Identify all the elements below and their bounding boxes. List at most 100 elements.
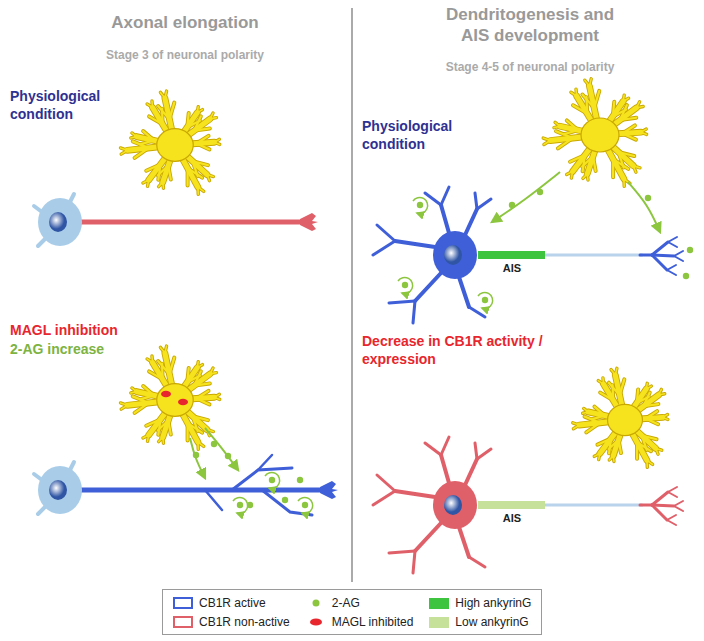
condition-label: 2-AG increase	[10, 341, 160, 359]
terminal-branch	[668, 487, 677, 492]
axon	[478, 501, 652, 509]
terminal-branch	[652, 255, 674, 256]
2-ag-dot	[211, 441, 217, 447]
legend-text: 2-AG	[332, 596, 360, 610]
dendrite	[413, 551, 415, 573]
cell-body	[433, 231, 477, 279]
astrocyte-process	[573, 105, 587, 113]
astrocyte-process	[121, 403, 128, 405]
astrocyte-process	[168, 166, 171, 180]
legend-entry: CB1R active	[173, 596, 266, 610]
dendrite	[395, 241, 435, 247]
panel-heading: Axonal elongation	[60, 12, 310, 33]
astrocyte-process	[646, 386, 651, 389]
terminal-branch	[667, 515, 676, 520]
cell-body	[433, 481, 477, 529]
legend-text: MAGL inhibited	[332, 615, 414, 629]
terminal-branch	[668, 492, 677, 497]
astrocyte-process	[637, 389, 638, 403]
astrocyte-process	[158, 419, 160, 435]
astrocyte-process	[194, 371, 201, 385]
astrocyte-process	[646, 411, 657, 418]
astrocyte-process	[602, 378, 604, 384]
astrocyte-soma	[157, 384, 193, 417]
2-ag-dot	[417, 202, 423, 208]
binding-loop	[413, 197, 428, 213]
astrocyte-process	[592, 416, 605, 420]
release-arrow	[205, 428, 238, 470]
dendrite	[373, 491, 395, 505]
dendrite	[477, 449, 491, 459]
axon-initial-segment	[478, 501, 545, 509]
2-ag-dot	[237, 502, 243, 508]
astrocyte-process	[633, 166, 636, 172]
astrocyte-process	[197, 187, 199, 194]
astrocyte-process	[609, 438, 611, 453]
astrocyte-process	[193, 416, 208, 420]
nucleus	[444, 245, 462, 265]
dendrite	[475, 193, 477, 209]
magl-inhibited	[161, 391, 171, 397]
release-arrow	[190, 438, 205, 478]
dendrite	[459, 527, 469, 557]
dendrite	[389, 551, 415, 553]
astrocyte-process	[214, 397, 219, 399]
legend-swatch	[429, 598, 449, 609]
terminal-branch	[674, 506, 683, 511]
2-ag-dot	[282, 497, 288, 503]
astrocyte-soma	[157, 129, 193, 162]
astrocyte-process	[567, 120, 578, 130]
terminal-branch	[667, 520, 676, 525]
dendrite	[70, 194, 74, 202]
axon	[80, 455, 322, 515]
dendrite	[441, 187, 449, 205]
astrocyte-process	[584, 408, 588, 411]
astrocyte-process	[159, 182, 163, 186]
dendrite	[377, 225, 395, 241]
dendrite	[459, 277, 469, 307]
astrocyte-process	[622, 125, 634, 133]
axon	[640, 254, 652, 257]
panel-subheading: Stage 4-5 of neuronal polarity	[410, 60, 650, 75]
magl-inhibited	[178, 399, 188, 405]
dendrite	[413, 301, 415, 323]
growth-cone	[320, 481, 338, 499]
astrocyte-process	[583, 155, 585, 171]
ais-label: AIS	[495, 512, 529, 526]
astrocyte-process	[637, 389, 638, 403]
astrocyte-process	[613, 159, 628, 169]
astrocyte-process	[187, 113, 188, 127]
legend-entry: 2-AG	[306, 596, 360, 610]
dendrite	[377, 475, 395, 491]
astrocyte-process	[197, 365, 202, 368]
terminal-branch	[652, 242, 668, 255]
ais-label: AIS	[495, 262, 529, 276]
astrocyte-process	[186, 168, 188, 185]
dendrite	[469, 557, 485, 567]
axon	[80, 220, 302, 225]
terminal-branch	[674, 501, 683, 506]
astrocyte-process	[543, 138, 550, 140]
terminal-branch	[674, 251, 683, 256]
astrocyte-process	[121, 148, 128, 150]
astrocyte-process	[165, 91, 167, 98]
astrocyte-process	[594, 407, 604, 416]
astrocyte-process	[643, 393, 649, 407]
astrocyte-process	[600, 393, 613, 401]
astrocyte-process	[615, 368, 617, 375]
astrocyte-process	[643, 404, 658, 406]
astrocyte-process	[132, 388, 137, 392]
astrocyte-process	[646, 460, 648, 467]
nucleus	[49, 480, 67, 500]
nucleus	[444, 495, 462, 515]
binding-loop	[478, 292, 493, 308]
astrocyte-process	[143, 435, 149, 438]
astrocyte-process	[140, 140, 154, 144]
astrocyte-process	[165, 346, 167, 353]
astrocyte-process	[132, 133, 137, 137]
astrocyte-process	[187, 368, 188, 382]
axon	[478, 251, 652, 259]
astrocyte-process	[585, 80, 590, 86]
astrocyte-process	[151, 356, 153, 363]
